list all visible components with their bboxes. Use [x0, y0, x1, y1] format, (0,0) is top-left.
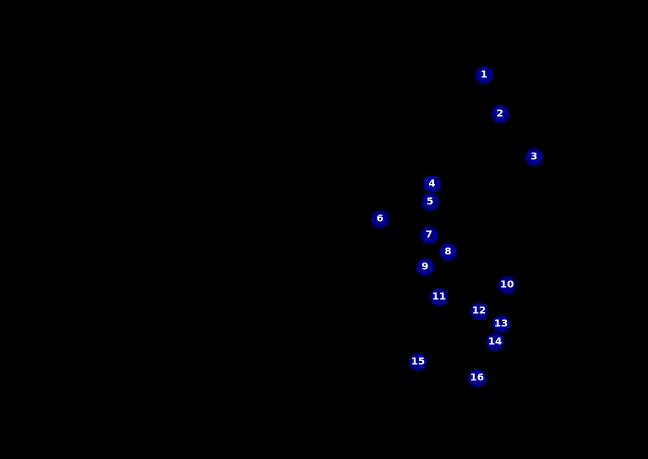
- map-marker-16[interactable]: 16: [467, 368, 487, 388]
- map-marker-13[interactable]: 13: [491, 314, 511, 334]
- map-marker-14[interactable]: 14: [485, 332, 505, 352]
- map-marker-3[interactable]: 3: [524, 147, 544, 167]
- map-marker-6[interactable]: 6: [370, 209, 390, 229]
- map-marker-7[interactable]: 7: [419, 225, 439, 245]
- map-marker-10[interactable]: 10: [497, 275, 517, 295]
- map-marker-8[interactable]: 8: [438, 242, 458, 262]
- map-marker-1[interactable]: 1: [474, 65, 494, 85]
- map-marker-2[interactable]: 2: [490, 104, 510, 124]
- map-marker-4[interactable]: 4: [422, 174, 442, 194]
- map-marker-5[interactable]: 5: [420, 192, 440, 212]
- map-marker-9[interactable]: 9: [415, 257, 435, 277]
- map-marker-12[interactable]: 12: [469, 301, 489, 321]
- map-marker-11[interactable]: 11: [429, 287, 449, 307]
- map-marker-15[interactable]: 15: [408, 352, 428, 372]
